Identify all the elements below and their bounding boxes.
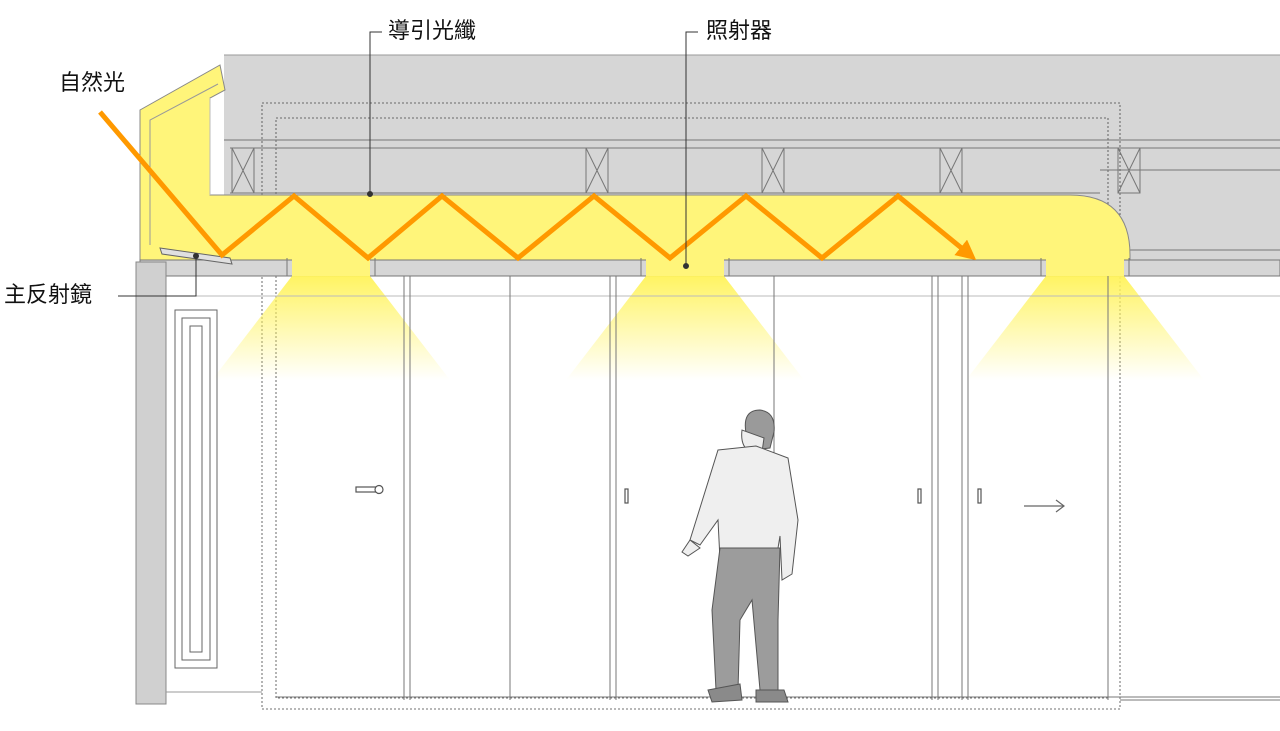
light-beams <box>212 276 1204 380</box>
leader-main-mirror <box>118 256 197 297</box>
light-guide-duct <box>139 64 1131 263</box>
joist-1 <box>231 147 255 194</box>
left-wall <box>135 261 1280 705</box>
pull-handle-2 <box>917 488 922 504</box>
beam-3 <box>966 276 1204 380</box>
label-main-mirror: 主反射鏡 <box>4 283 93 308</box>
door-handles <box>355 484 982 504</box>
leader-lines <box>118 31 698 297</box>
label-illuminator: 照射器 <box>706 19 773 44</box>
person-figure <box>681 409 799 703</box>
illuminator-3 <box>1046 258 1124 276</box>
beam-1 <box>212 276 450 380</box>
ceiling-structure <box>224 54 1280 710</box>
joist-5 <box>1117 147 1141 194</box>
label-natural-light: 自然光 <box>59 71 126 96</box>
label-light-guide: 導引光纖 <box>388 19 477 44</box>
pull-handle-3 <box>977 488 982 504</box>
light-path <box>98 110 977 262</box>
joist-blocks <box>231 147 1141 194</box>
right-arrow-icon <box>1024 499 1065 513</box>
pull-handle-1 <box>624 488 629 504</box>
beam-2 <box>566 276 804 380</box>
leader-illuminator <box>685 31 698 266</box>
illuminator-1 <box>292 258 370 276</box>
leader-light-guide <box>369 31 382 194</box>
joist-2 <box>585 147 609 194</box>
ceiling-board <box>139 258 1280 277</box>
joist-4 <box>939 147 963 194</box>
wall-panel <box>174 309 218 669</box>
joist-3 <box>761 147 785 194</box>
